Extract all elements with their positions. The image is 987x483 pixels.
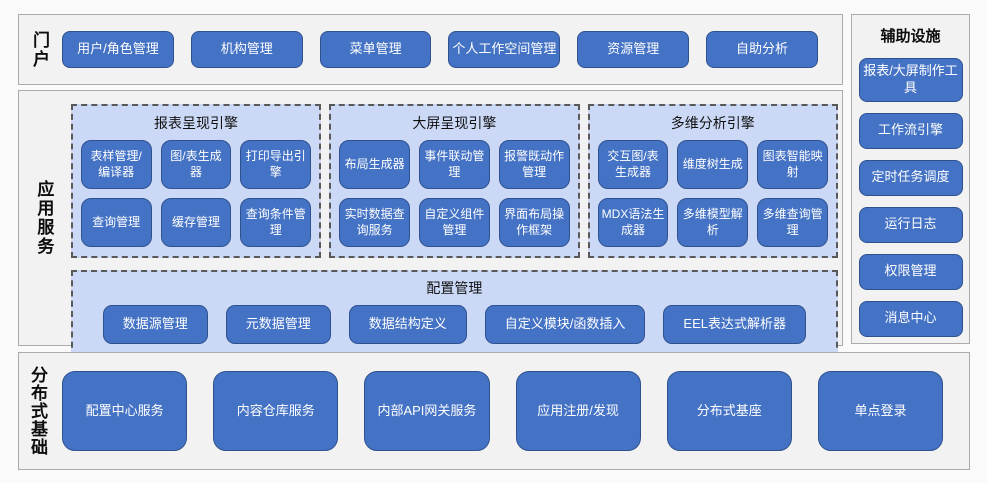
aux-node-message-center: 消息中心 xyxy=(858,300,963,337)
engine-node-chart-table-generator: 图/表生成器 xyxy=(160,140,232,189)
config-mgmt-row: 数据源管理 元数据管理 数据结构定义 自定义模块/函数插入 EEL表达式解析器 xyxy=(85,305,824,344)
engine-node-query-condition-mgmt: 查询条件管理 xyxy=(240,198,312,247)
base-node-content-repo-service: 内容仓库服务 xyxy=(213,371,339,451)
engine-node-query-mgmt: 查询管理 xyxy=(80,198,152,247)
auxiliary-column: 报表/大屏制作工具 工作流引擎 定时任务调度 运行日志 权限管理 消息中心 xyxy=(858,58,963,337)
olap-engine-panel: 多维分析引擎 交互图/表生成器 维度树生成 图表智能映射 MDX语法生成器 多维… xyxy=(587,104,839,258)
portal-node-self-analysis: 自助分析 xyxy=(706,31,818,68)
aux-node-report-dashboard-builder: 报表/大屏制作工具 xyxy=(858,58,963,102)
config-mgmt-panel: 配置管理 数据源管理 元数据管理 数据结构定义 自定义模块/函数插入 EEL表达… xyxy=(70,270,838,358)
config-node-eel-expression-parser: EEL表达式解析器 xyxy=(663,305,806,344)
base-node-config-center-service: 配置中心服务 xyxy=(62,371,188,451)
portal-node-resource-mgmt: 资源管理 xyxy=(577,31,690,68)
engine-node-layout-generator: 布局生成器 xyxy=(339,140,410,189)
portal-node-org-mgmt: 机构管理 xyxy=(190,31,303,68)
engine-node-alarm-action-mgmt: 报警既动作管理 xyxy=(498,140,570,189)
base-node-distributed-foundation: 分布式基座 xyxy=(666,371,792,451)
report-engine-grid: 表样管理/编译器 图/表生成器 打印导出引擎 查询管理 缓存管理 查询条件管理 xyxy=(80,140,312,247)
auxiliary-title: 辅助设施 xyxy=(880,28,941,45)
distributed-base-row: 配置中心服务 内容仓库服务 内部API网关服务 应用注册/发现 分布式基座 单点… xyxy=(46,371,969,451)
distributed-base-label: 分布式基础 xyxy=(28,366,47,456)
auxiliary-section: 辅助设施 报表/大屏制作工具 工作流引擎 定时任务调度 运行日志 权限管理 消息… xyxy=(851,14,970,344)
report-engine-title: 报表呈现引擎 xyxy=(153,115,238,131)
engine-node-chart-smart-mapping: 图表智能映射 xyxy=(757,140,828,189)
engine-panels-row: 报表呈现引擎 表样管理/编译器 图/表生成器 打印导出引擎 查询管理 缓存管理 … xyxy=(70,104,839,258)
engine-node-ui-layout-framework: 界面布局操作框架 xyxy=(498,198,570,247)
dashboard-engine-panel: 大屏呈现引擎 布局生成器 事件联动管理 报警既动作管理 实时数据查询服务 自定义… xyxy=(329,104,580,258)
report-engine-panel: 报表呈现引擎 表样管理/编译器 图/表生成器 打印导出引擎 查询管理 缓存管理 … xyxy=(70,104,322,258)
aux-node-run-log: 运行日志 xyxy=(858,206,963,243)
app-services-label: 应用服务 xyxy=(34,180,54,256)
portal-section: 门户 用户/角色管理 机构管理 菜单管理 个人工作空间管理 资源管理 自助分析 xyxy=(18,14,843,85)
portal-node-workspace-mgmt: 个人工作空间管理 xyxy=(448,31,561,68)
portal-node-menu-mgmt: 菜单管理 xyxy=(319,31,432,68)
base-node-app-register-discovery: 应用注册/发现 xyxy=(515,371,641,451)
base-node-internal-api-gateway: 内部API网关服务 xyxy=(364,371,490,451)
config-mgmt-title: 配置管理 xyxy=(426,280,483,296)
engine-node-custom-component-mgmt: 自定义组件管理 xyxy=(418,198,490,247)
portal-node-user-role-mgmt: 用户/角色管理 xyxy=(62,31,174,68)
engine-node-event-linkage-mgmt: 事件联动管理 xyxy=(418,140,490,189)
config-node-datasource-mgmt: 数据源管理 xyxy=(102,305,208,344)
engine-node-sheet-mgmt-compiler: 表样管理/编译器 xyxy=(80,140,152,189)
aux-node-workflow-engine: 工作流引擎 xyxy=(858,112,963,149)
aux-node-scheduled-task: 定时任务调度 xyxy=(858,159,963,196)
olap-engine-title: 多维分析引擎 xyxy=(670,115,755,131)
engine-node-multidim-model-parsing: 多维模型解析 xyxy=(677,198,749,247)
engine-node-interactive-chart-generator: 交互图/表生成器 xyxy=(597,140,669,189)
dashboard-engine-grid: 布局生成器 事件联动管理 报警既动作管理 实时数据查询服务 自定义组件管理 界面… xyxy=(339,140,570,247)
config-node-data-structure-definition: 数据结构定义 xyxy=(348,305,467,344)
config-node-metadata-mgmt: 元数据管理 xyxy=(225,305,331,344)
portal-button-row: 用户/角色管理 机构管理 菜单管理 个人工作空间管理 资源管理 自助分析 xyxy=(48,31,842,68)
engine-node-print-export-engine: 打印导出引擎 xyxy=(240,140,312,189)
app-services-section: 应用服务 报表呈现引擎 表样管理/编译器 图/表生成器 打印导出引擎 查询管理 … xyxy=(18,90,843,358)
portal-label: 门户 xyxy=(30,30,49,69)
config-node-custom-module-function-insert: 自定义模块/函数插入 xyxy=(484,305,646,344)
aux-node-permission-mgmt: 权限管理 xyxy=(858,253,963,290)
engine-node-multidim-query-mgmt: 多维查询管理 xyxy=(757,198,828,247)
engine-node-cache-mgmt: 缓存管理 xyxy=(160,198,232,247)
engine-node-realtime-query-service: 实时数据查询服务 xyxy=(339,198,410,247)
dashboard-engine-title: 大屏呈现引擎 xyxy=(412,115,497,131)
base-node-single-sign-on: 单点登录 xyxy=(817,371,944,451)
app-services-label-wrap: 应用服务 xyxy=(19,91,69,345)
engine-node-dimension-tree-generation: 维度树生成 xyxy=(677,140,749,189)
engine-node-mdx-syntax-generator: MDX语法生成器 xyxy=(597,198,669,247)
distributed-base-section: 分布式基础 配置中心服务 内容仓库服务 内部API网关服务 应用注册/发现 分布… xyxy=(18,352,970,470)
olap-engine-grid: 交互图/表生成器 维度树生成 图表智能映射 MDX语法生成器 多维模型解析 多维… xyxy=(597,140,828,247)
app-services-content: 报表呈现引擎 表样管理/编译器 图/表生成器 打印导出引擎 查询管理 缓存管理 … xyxy=(69,91,842,358)
